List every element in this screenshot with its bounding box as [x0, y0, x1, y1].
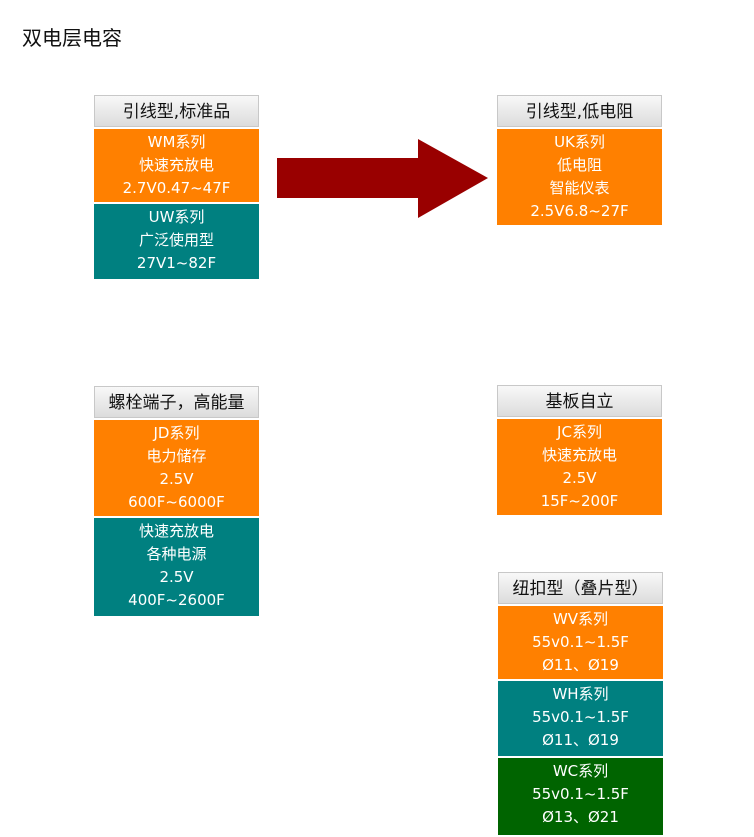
series-line: 55v0.1~1.5F [532, 708, 629, 726]
series-line: 400F~2600F [128, 591, 225, 609]
block-header: 引线型,低电阻 [497, 95, 662, 127]
series-line: WC系列 [552, 762, 609, 780]
series-section-orange: JC系列快速充放电 2.5V 15F~200F [497, 419, 662, 515]
series-line: WV系列 [552, 610, 609, 628]
right-arrow-icon [277, 139, 488, 218]
series-line: 低电阻 [556, 156, 602, 174]
series-line: WM系列 [147, 133, 206, 151]
series-line: 快速充放电 [138, 522, 214, 540]
block-header: 纽扣型（叠片型） [498, 572, 663, 604]
series-line: Ø11、Ø19 [542, 731, 619, 749]
series-line: Ø11、Ø19 [542, 656, 619, 674]
series-section-teal: WH系列 55v0.1~1.5F Ø11、Ø19 [498, 681, 663, 756]
series-line: 600F~6000F [128, 493, 225, 511]
series-line: WH系列 [552, 685, 609, 703]
series-line: 15F~200F [540, 492, 619, 510]
series-line: 27V1~82F [136, 254, 217, 272]
series-section-orange: WM系列快速充放电 2.7V0.47~47F [94, 129, 259, 202]
block-lead-standard: 引线型,标准品 WM系列快速充放电 2.7V0.47~47F UW系列广泛使用型 27V… [94, 95, 259, 281]
series-line: 55v0.1~1.5F [532, 785, 629, 803]
series-section-teal: UW系列广泛使用型 27V1~82F [94, 204, 259, 279]
series-line: 2.5V [562, 469, 597, 487]
series-line: 各种电源 [146, 545, 207, 563]
series-section-orange: WV系列 55v0.1~1.5F Ø11、Ø19 [498, 606, 663, 679]
series-section-orange: JD系列电力储存 2.5V 600F~6000F [94, 420, 259, 516]
series-line: 快速充放电 [541, 446, 617, 464]
series-line: UW系列 [148, 208, 205, 226]
series-line: Ø13、Ø21 [542, 808, 619, 826]
series-line: 2.5V6.8~27F [530, 202, 629, 220]
series-line: 2.5V [159, 470, 194, 488]
block-header: 螺栓端子，高能量 [94, 386, 259, 418]
series-line: 电力储存 [146, 447, 207, 465]
series-section-teal: 快速充放电各种电源 2.5V 400F~2600F [94, 518, 259, 616]
series-line: JC系列 [557, 423, 602, 441]
series-line: UK系列 [554, 133, 605, 151]
series-section-green: WC系列 55v0.1~1.5F Ø13、Ø21 [498, 758, 663, 835]
block-lead-low-resistance: 引线型,低电阻 UK系列低电阻智能仪表 2.5V6.8~27F [497, 95, 662, 227]
series-line: 2.5V [159, 568, 194, 586]
series-line: 智能仪表 [549, 179, 610, 197]
block-header: 引线型,标准品 [94, 95, 259, 127]
series-line: 快速充放电 [138, 156, 214, 174]
series-line: 2.7V0.47~47F [122, 179, 231, 197]
series-line: 广泛使用型 [138, 231, 214, 249]
block-header: 基板自立 [497, 385, 662, 417]
series-section-orange: UK系列低电阻智能仪表 2.5V6.8~27F [497, 129, 662, 225]
series-line: JD系列 [153, 424, 200, 442]
series-line: 55v0.1~1.5F [532, 633, 629, 651]
page-title: 双电层电容 [22, 26, 122, 50]
block-board-standing: 基板自立 JC系列快速充放电 2.5V 15F~200F [497, 385, 662, 517]
block-bolt-terminal: 螺栓端子，高能量 JD系列电力储存 2.5V 600F~6000F 快速充放电各种电源 2… [94, 386, 259, 618]
